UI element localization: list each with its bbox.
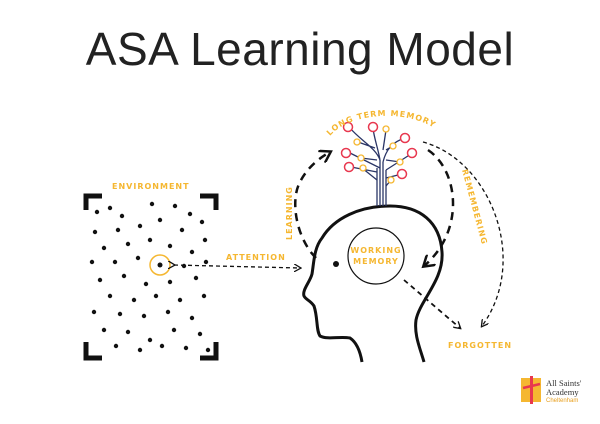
environment-dot bbox=[199, 219, 205, 225]
environment-dot bbox=[203, 259, 209, 265]
environment-dot bbox=[94, 209, 100, 215]
long-term-memory-label: LONG TERM MEMORY bbox=[325, 109, 438, 138]
environment-dot bbox=[167, 243, 173, 249]
logo-line3: Cheltenham bbox=[546, 398, 578, 404]
environment-dot bbox=[137, 223, 143, 229]
environment-dot bbox=[107, 205, 113, 211]
environment-dot bbox=[131, 297, 137, 303]
environment-dot bbox=[89, 259, 95, 265]
environment-dot bbox=[147, 237, 153, 243]
environment-dot bbox=[141, 313, 147, 319]
memory-node-small bbox=[396, 158, 404, 166]
environment-dot bbox=[112, 259, 118, 265]
ltm-forgotten-arrow bbox=[422, 141, 504, 326]
environment-dot bbox=[165, 309, 171, 315]
environment-dot bbox=[147, 337, 153, 343]
learning-label: LEARNING bbox=[285, 186, 294, 240]
remembering-arrow bbox=[424, 148, 455, 266]
environment-dot bbox=[101, 327, 107, 333]
environment-dot bbox=[179, 227, 185, 233]
environment-dot bbox=[101, 245, 107, 251]
environment-dot bbox=[197, 331, 203, 337]
environment-dot bbox=[113, 343, 119, 349]
page-title: ASA Learning Model bbox=[85, 23, 515, 75]
environment-dot bbox=[193, 275, 199, 281]
logo-line1: All Saints' bbox=[546, 378, 582, 388]
environment-dot bbox=[171, 327, 177, 333]
logo-line2: Academy bbox=[546, 387, 579, 397]
memory-node-small bbox=[359, 164, 367, 172]
environment-dot bbox=[92, 229, 98, 235]
memory-node bbox=[396, 168, 408, 180]
environment-dot bbox=[117, 311, 123, 317]
environment-dot bbox=[172, 203, 178, 209]
environment-dot bbox=[189, 249, 195, 255]
eye-icon bbox=[333, 261, 339, 267]
environment-dot bbox=[202, 237, 208, 243]
wm-forgotten-arrow bbox=[403, 279, 460, 328]
environment-dot bbox=[159, 343, 165, 349]
environment-dot bbox=[125, 241, 131, 247]
environment-dot bbox=[177, 297, 183, 303]
working-memory-circle bbox=[347, 227, 405, 285]
environment-dot bbox=[153, 293, 159, 299]
memory-node-small bbox=[387, 176, 395, 184]
environment-dot bbox=[167, 279, 173, 285]
memory-node bbox=[343, 161, 355, 173]
environment-dot bbox=[125, 329, 131, 335]
environment-dot bbox=[97, 277, 103, 283]
environment-dot bbox=[121, 273, 127, 279]
environment-dot bbox=[189, 315, 195, 321]
memory-node-small bbox=[353, 138, 361, 146]
environment-dots bbox=[89, 201, 211, 353]
environment-dot bbox=[201, 293, 207, 299]
learning-arrow bbox=[294, 152, 330, 259]
environment-dot bbox=[143, 281, 149, 287]
memory-node-small bbox=[389, 142, 397, 150]
memory-node bbox=[342, 121, 354, 133]
memory-nodes bbox=[340, 121, 418, 184]
attention-label: ATTENTION bbox=[226, 253, 286, 262]
environment-dot bbox=[149, 201, 155, 207]
memory-node-small bbox=[357, 154, 365, 162]
environment-label: ENVIRONMENT bbox=[112, 182, 190, 191]
environment-dot bbox=[135, 255, 141, 261]
school-logo: All Saints' Academy Cheltenham bbox=[521, 376, 582, 404]
environment-dot bbox=[205, 347, 211, 353]
environment-dot bbox=[187, 211, 193, 217]
memory-node bbox=[340, 147, 352, 159]
environment-dot bbox=[107, 293, 113, 299]
working-memory-label-2: MEMORY bbox=[353, 257, 399, 266]
remembering-label: REMEMBERING bbox=[460, 168, 489, 246]
memory-node bbox=[406, 147, 418, 159]
environment-dot bbox=[115, 227, 121, 233]
environment-box bbox=[83, 193, 219, 361]
environment-dot bbox=[157, 217, 163, 223]
forgotten-label: FORGOTTEN bbox=[448, 341, 512, 350]
environment-dot bbox=[119, 213, 125, 219]
environment-dot bbox=[91, 309, 97, 315]
environment-dot bbox=[183, 345, 189, 351]
memory-node-small bbox=[382, 125, 390, 133]
environment-dot bbox=[137, 347, 143, 353]
head-outline bbox=[302, 204, 444, 363]
attention-arrow bbox=[174, 265, 300, 268]
memory-node bbox=[399, 132, 411, 144]
environment-dot bbox=[181, 263, 187, 269]
working-memory-label-1: WORKING bbox=[350, 246, 401, 255]
memory-node bbox=[367, 121, 379, 133]
